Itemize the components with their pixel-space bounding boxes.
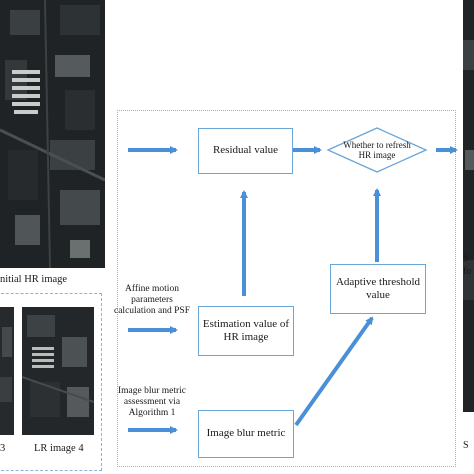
lr-image-4-caption: LR image 4 (34, 443, 84, 454)
refresh-decision-label: Whether to refresh HR image (343, 140, 411, 161)
estimation-value-label: Estimation value of HR image (202, 317, 290, 343)
affine-motion-label: Affine motion parameters calculation and… (114, 284, 190, 316)
lr-image-4 (22, 307, 94, 435)
process-frame (117, 110, 456, 467)
blur-assessment-label: Image blur metric assessment via Algorit… (117, 386, 187, 418)
initial-hr-image (0, 0, 105, 268)
lr-image-3-caption: 3 (0, 443, 6, 454)
residual-value-box: Residual value (198, 128, 293, 174)
lr-images-group (0, 293, 102, 471)
initial-hr-caption: nitial HR image (0, 274, 68, 285)
refresh-decision-diamond (326, 127, 428, 173)
image-blur-metric-label: Image blur metric (206, 427, 286, 440)
image-blur-metric-box: Image blur metric (198, 410, 294, 458)
right-caption-1: S (463, 253, 469, 264)
adaptive-threshold-box: Adaptive threshold value (330, 264, 426, 314)
arrow-blur-to-threshold (294, 316, 374, 427)
residual-value-label: Residual value (212, 144, 279, 157)
lr-image-3 (0, 307, 14, 435)
right-bottom-caption: S (463, 440, 469, 451)
sr-image-right (463, 0, 474, 412)
estimation-value-box: Estimation value of HR image (198, 306, 294, 356)
adaptive-threshold-label: Adaptive threshold value (335, 275, 420, 301)
right-caption-2: fo (463, 266, 472, 277)
